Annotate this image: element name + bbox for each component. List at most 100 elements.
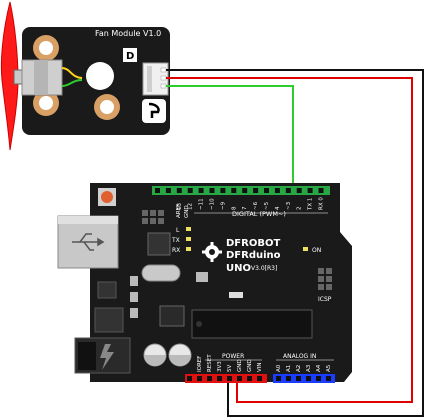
pin-hole: [257, 376, 262, 381]
pin-hole: [155, 188, 160, 193]
led-label-l: L: [176, 227, 180, 234]
pin-hole: [286, 376, 291, 381]
led-tx: [186, 237, 191, 241]
pin-hole: [209, 188, 215, 193]
usb-chip: [147, 232, 171, 256]
pin-hole: [198, 188, 204, 193]
dfrobot-logo-icon: [202, 242, 222, 262]
fan-blade: [0, 1, 19, 151]
power-pin-label: VIN: [257, 363, 263, 373]
digital-header-label: DIGITAL (PWM~): [232, 210, 286, 218]
led-rx: [186, 247, 191, 251]
pin-hole: [176, 188, 182, 193]
pin-hole: [197, 376, 202, 381]
analog-pin-label: A5: [326, 364, 332, 372]
digital-pin-label: 13: [177, 203, 183, 210]
led-label-tx: TX: [171, 237, 180, 244]
power-pin-label: GND: [247, 359, 253, 372]
wires: [166, 69, 424, 417]
digital-pin-label: ~11: [199, 198, 205, 210]
digital-pin-label: RX 0: [319, 197, 325, 210]
pin-hole: [285, 188, 291, 193]
pin-hole: [296, 376, 301, 381]
analog-pin-labels: A0 A1 A2 A3 A4 A5: [276, 364, 332, 372]
pin-hole: [165, 188, 171, 193]
analog-header-label: ANALOG IN: [283, 353, 316, 360]
fan-module-title: Fan Module V1.0: [95, 29, 161, 38]
pin-hole: [318, 188, 324, 193]
icsp-label: ICSP: [318, 296, 332, 303]
icsp-header: [318, 268, 332, 290]
pin-hole: [274, 188, 280, 193]
digital-pin-label: 8: [231, 206, 237, 210]
icsp-header-small: [142, 210, 164, 224]
digital-pin-label: 4: [275, 206, 281, 210]
power-wire: [166, 77, 413, 403]
pin-hole: [187, 376, 192, 381]
pin-hole: [227, 376, 232, 381]
analog-pin-label: A4: [316, 364, 322, 372]
gnd-top-label: GND: [184, 205, 190, 218]
digital-pin-label: ~9: [220, 201, 226, 210]
power-header: [185, 374, 267, 383]
analog-header: [273, 374, 335, 383]
digital-pin-label: ~3: [286, 201, 292, 210]
digital-pin-labels: 13 12 ~11 ~10 ~9 8 7 ~6 ~5 4 ~3 2 TX 1 RX 0: [177, 197, 325, 211]
power-pin-label: GND: [237, 359, 243, 372]
digital-pin-label: ~10: [210, 198, 216, 210]
digital-header: [152, 186, 330, 195]
digital-pin-label: ~5: [264, 201, 270, 210]
power-pin-label: RESET: [207, 354, 213, 372]
power-pin-label: IOREF: [197, 356, 203, 372]
pin-hole: [326, 376, 331, 381]
power-pin-label: 5V: [227, 365, 233, 372]
pin-hole: [276, 376, 281, 381]
power-pin-label: 3V3: [217, 361, 223, 372]
pin-label-d: D: [126, 51, 134, 62]
aref-label: AREF: [176, 204, 182, 218]
signal-wire: [166, 85, 294, 188]
arduino-board: ICSP L TX RX ON DFROBOT DFRduino UNO V3.…: [57, 183, 352, 383]
digital-pin-label: 2: [297, 207, 303, 211]
led-on: [303, 247, 308, 251]
brand-dfrobot: DFROBOT: [226, 238, 280, 249]
usb-icon: [72, 233, 105, 251]
pin-hole: [307, 188, 313, 193]
pin-hole: [242, 188, 248, 193]
pin-hole: [247, 376, 252, 381]
analog-pin-label: A0: [276, 364, 282, 372]
on-label: ON: [312, 247, 321, 254]
pin-hole: [217, 376, 222, 381]
crystal: [141, 264, 181, 282]
brand-dfrduino: DFRduino: [226, 250, 281, 261]
pin-hole: [231, 188, 237, 193]
digital-pin-label: 12: [188, 203, 194, 210]
board-version: V3.0[R3]: [251, 265, 277, 272]
fan-module: Fan Module V1.0 D: [0, 1, 170, 151]
board-model: UNO: [226, 263, 251, 274]
pin-hole: [264, 188, 269, 193]
analog-pin-label: A2: [296, 365, 302, 372]
pin-hole: [306, 376, 311, 381]
lightning-icon: [100, 344, 114, 370]
analog-pin-label: A3: [306, 364, 312, 372]
atmega-chip: [191, 309, 313, 339]
bottom-pin-holes: [187, 376, 331, 381]
led-l: [186, 227, 191, 231]
digital-pin-label: TX 1: [308, 198, 314, 211]
pin-hole: [220, 188, 226, 193]
digital-pin-label: 7: [242, 206, 248, 210]
digital-pin-holes: [155, 188, 324, 193]
led-label-rx: RX: [172, 247, 180, 254]
digital-pin-label: ~6: [253, 201, 259, 210]
pin-hole: [207, 376, 212, 381]
ground-wire: [166, 69, 424, 417]
pin-hole: [296, 188, 302, 193]
pin-hole: [187, 188, 193, 193]
white-component: [86, 62, 114, 90]
pin-hole: [316, 376, 321, 381]
analog-pin-label: A1: [286, 365, 292, 372]
power-pin-labels: IOREF RESET 3V3 5V GND GND VIN: [197, 354, 263, 372]
pin-label-box: [123, 48, 137, 62]
